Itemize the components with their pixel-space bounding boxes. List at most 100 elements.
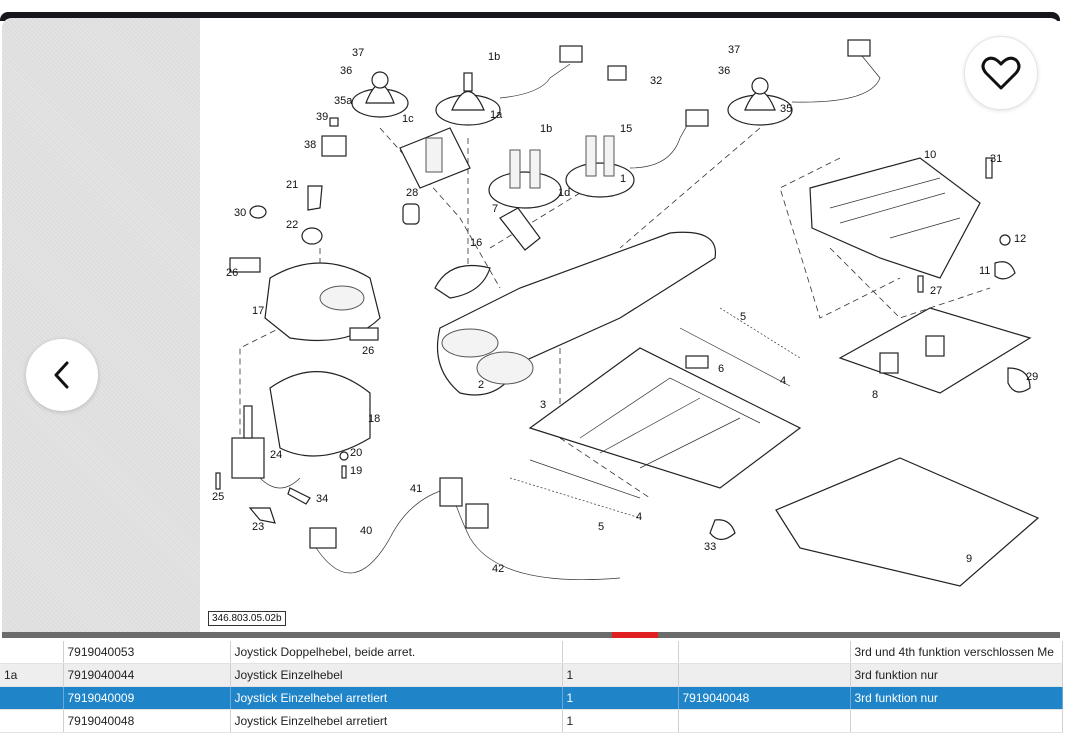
previous-image-button[interactable] <box>26 339 98 411</box>
top-bar <box>0 12 1060 21</box>
callout: 35a <box>334 95 353 107</box>
bolt <box>985 157 993 179</box>
image-viewer: 37 36 35a 1b 1a 32 39 38 1c 1b 15 37 36 … <box>2 18 1060 638</box>
cell-description: Joystick Einzelhebel <box>230 663 563 687</box>
scroll-indicator[interactable] <box>612 632 658 638</box>
cell-part-number: 7919040048 <box>63 709 231 733</box>
gaiter <box>529 149 541 189</box>
clip <box>925 335 945 357</box>
cell-note <box>850 709 1063 733</box>
callout: 37 <box>728 44 740 56</box>
callout: 6 <box>718 363 724 375</box>
nut <box>999 234 1011 246</box>
connector <box>709 519 736 541</box>
connector <box>287 487 311 505</box>
callout: 29 <box>1026 371 1038 383</box>
joystick-base <box>488 171 562 209</box>
spring <box>719 307 801 359</box>
joystick-boot <box>451 91 485 111</box>
callout: 26 <box>226 267 238 279</box>
callout: 5 <box>740 311 746 323</box>
cell-position <box>0 709 64 733</box>
knob-base <box>301 227 323 245</box>
cell-quantity: 1 <box>562 663 679 687</box>
clamp <box>994 261 1016 280</box>
callout: 32 <box>650 75 662 87</box>
guide-line <box>619 127 761 249</box>
cell-description: Joystick Doppelhebel, beide arret. <box>230 641 563 664</box>
callout: 34 <box>316 493 328 505</box>
callout: 35 <box>780 103 792 115</box>
screw <box>215 472 221 490</box>
plate-detail <box>829 177 961 239</box>
callout: 15 <box>620 123 632 135</box>
mounting-plate <box>809 157 981 279</box>
diagram-drawing: 37 36 35a 1b 1a 32 39 38 1c 1b 15 37 36 … <box>212 39 1040 587</box>
table-row[interactable]: 1a 7919040044 Joystick Einzelhebel 1 3rd… <box>0 663 1063 687</box>
table-row[interactable]: 7919040053 Joystick Doppelhebel, beide a… <box>0 641 1063 664</box>
callout: 19 <box>350 465 362 477</box>
connector <box>465 503 489 529</box>
cable <box>259 477 301 489</box>
screw <box>917 275 924 293</box>
callout: 1b <box>540 123 552 135</box>
plug <box>249 205 267 219</box>
callout: 4 <box>780 375 786 387</box>
rod <box>529 459 641 499</box>
cable <box>791 55 881 103</box>
washer <box>339 451 349 461</box>
callout: 9 <box>966 553 972 565</box>
callout: 18 <box>368 413 380 425</box>
callout: 8 <box>872 389 878 401</box>
callout: 12 <box>1014 233 1026 245</box>
cell-part-number: 7919040044 <box>63 663 231 687</box>
cell-quantity <box>562 641 679 664</box>
callout: 1b <box>488 51 500 63</box>
guide-line <box>779 157 901 319</box>
knob <box>307 185 323 211</box>
callout: 5 <box>598 521 604 533</box>
callout: 4 <box>636 511 642 523</box>
armrest-cutout <box>319 285 365 311</box>
cell-alt-number: 7919040048 <box>678 686 851 710</box>
cap <box>229 257 261 273</box>
joystick-knob <box>751 77 769 95</box>
callout: 38 <box>304 139 316 151</box>
adjuster-knob <box>685 355 709 369</box>
callout: 30 <box>234 207 246 219</box>
cap <box>349 327 379 341</box>
switch <box>321 135 347 157</box>
cell-note: 3rd funktion nur <box>850 686 1063 710</box>
cell-position <box>0 686 64 710</box>
joystick-knob <box>371 71 389 89</box>
callout: 1 <box>620 173 626 185</box>
cell-quantity: 1 <box>562 686 679 710</box>
callout: 23 <box>252 521 264 533</box>
joystick-lever <box>463 72 473 92</box>
guide-line <box>489 192 581 249</box>
connector <box>309 527 337 549</box>
callout: 39 <box>316 111 328 123</box>
gaiter <box>509 149 521 189</box>
cell-description: Joystick Einzelhebel arretiert <box>230 686 563 710</box>
cell-part-number: 7919040053 <box>63 641 231 664</box>
tray <box>775 457 1040 587</box>
callout: 31 <box>990 153 1002 165</box>
heart-icon <box>981 56 1021 90</box>
callout: 1d <box>558 187 570 199</box>
gaiter <box>425 137 443 173</box>
cell-alt-number <box>678 709 851 733</box>
cell-alt-number <box>678 663 851 687</box>
callout: 25 <box>212 491 224 503</box>
table-row[interactable]: 7919040048 Joystick Einzelhebel arretier… <box>0 709 1063 733</box>
callout: 42 <box>492 563 504 575</box>
favorite-button[interactable] <box>964 36 1038 110</box>
callout: 33 <box>704 541 716 553</box>
connector <box>439 477 463 507</box>
table-row-selected[interactable]: 7919040009 Joystick Einzelhebel arretier… <box>0 686 1063 710</box>
spring <box>509 477 641 519</box>
connector <box>685 109 709 127</box>
chevron-left-icon <box>54 361 69 389</box>
callout: 1a <box>490 109 503 121</box>
connector <box>607 65 627 81</box>
